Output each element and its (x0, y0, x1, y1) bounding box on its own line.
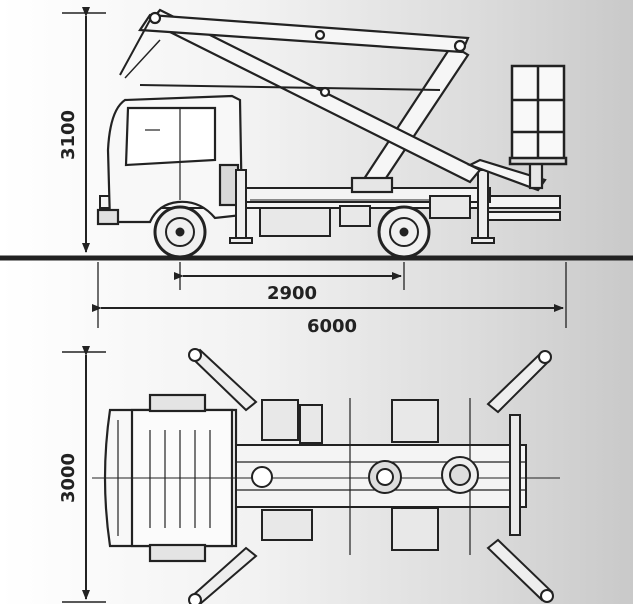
aerial-boom (119, 8, 547, 194)
length-label: 6000 (307, 316, 357, 337)
side-view: 3100 (0, 7, 633, 261)
width-dimension: 3000 (58, 346, 106, 603)
top-turret (251, 414, 521, 536)
wheelbase-label: 2900 (267, 283, 317, 304)
truck-cab (96, 94, 244, 226)
top-outriggers (188, 348, 554, 604)
wheelbase-dimension: 2900 (174, 262, 405, 304)
work-basket (508, 64, 568, 166)
height-label: 3100 (58, 110, 79, 160)
top-view: 3000 (58, 346, 560, 604)
width-label: 3000 (58, 453, 79, 503)
front-wheel (153, 205, 207, 259)
height-dimension: 3100 (58, 7, 106, 253)
rear-wheel (377, 205, 431, 259)
length-dimension: 6000 (92, 262, 567, 337)
